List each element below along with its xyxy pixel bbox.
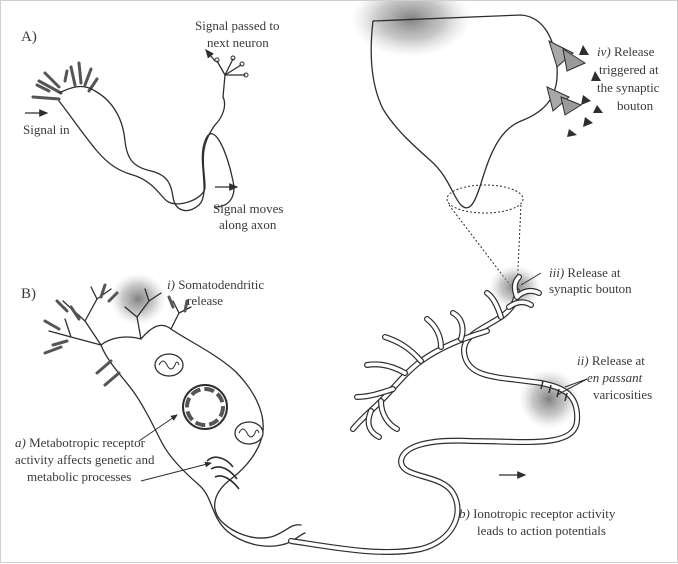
iv-label-2: triggered at — [599, 62, 659, 77]
b-label-1: b) Ionotropic receptor activity — [459, 506, 616, 521]
ii-label-1: ii) Release at — [577, 353, 645, 368]
ii-label-3: varicosities — [593, 387, 652, 402]
signal-moves-label-1: Signal moves — [213, 201, 283, 216]
iv-label-4: bouton — [617, 98, 654, 113]
signal-out-arrow — [206, 50, 215, 61]
signal-passed-label-1: Signal passed to — [195, 18, 280, 33]
iv-label-1: iv) Release — [597, 44, 655, 59]
panel-b-label: B) — [21, 286, 36, 302]
ii-label-2: en passant — [587, 370, 643, 385]
signal-moves-label-2: along axon — [219, 217, 277, 232]
i-label-2: release — [187, 293, 223, 308]
a-label-2: activity affects genetic and — [15, 452, 155, 467]
zoom-ellipse — [447, 185, 523, 213]
a-label-1: a) Metabotropic receptor — [15, 435, 146, 450]
signal-in-label: Signal in — [23, 122, 70, 137]
release-vesicles — [547, 41, 585, 115]
a-label-3: metabolic processes — [27, 469, 131, 484]
i-label-1: i) Somatodendritic — [167, 277, 264, 292]
signal-passed-label-2: next neuron — [207, 35, 269, 50]
iv-label-3: the synaptic — [597, 80, 660, 95]
iii-label-2: synaptic bouton — [549, 281, 632, 296]
bouton-release-glow — [351, 1, 471, 57]
panel-b-neuron — [45, 285, 305, 546]
b-label-2: leads to action potentials — [477, 523, 606, 538]
iii-label-1: iii) Release at — [549, 265, 621, 280]
somatodendritic-glow — [110, 273, 166, 325]
panel-a-label: A) — [21, 29, 37, 45]
